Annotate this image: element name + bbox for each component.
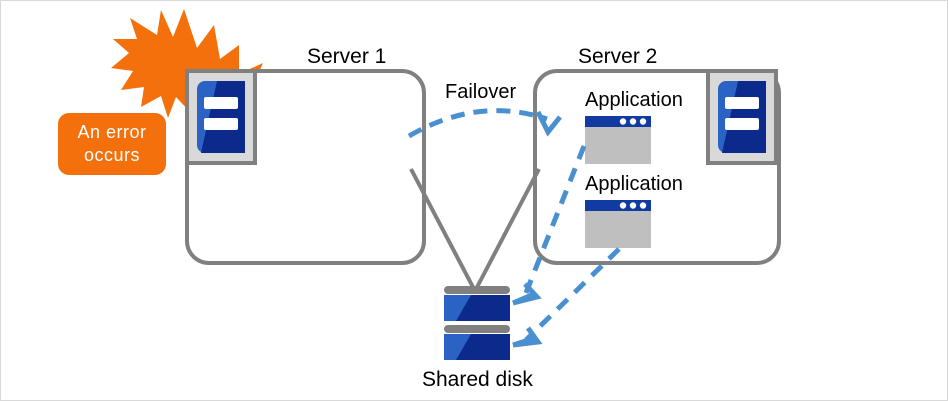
failover-label: Failover xyxy=(445,81,517,103)
shared-disk-label: Shared disk xyxy=(422,368,533,391)
server2-label: Server 2 xyxy=(578,45,658,68)
server2-to-disk-line xyxy=(473,168,541,292)
shared-disk-icon xyxy=(444,286,510,360)
application-2-window-icon xyxy=(585,200,651,248)
error-callout-line-2: occurs xyxy=(83,145,140,165)
error-callout-line-1: An error xyxy=(77,121,147,142)
application-2-label: Application xyxy=(585,173,683,195)
app2-to-disk-dashed-arrow-icon xyxy=(512,247,621,348)
application-1-window-icon xyxy=(585,116,651,164)
server1-server-icon xyxy=(185,69,257,165)
server1-to-disk-line xyxy=(409,168,477,292)
server2-server-icon xyxy=(706,69,778,165)
error-callout: An error occurs xyxy=(58,113,166,175)
application-1-label: Application xyxy=(585,89,683,111)
failover-dashed-curved-arrow-icon xyxy=(407,108,562,139)
server1-label: Server 1 xyxy=(307,45,387,68)
app1-to-disk-dashed-arrow-icon xyxy=(512,145,587,306)
